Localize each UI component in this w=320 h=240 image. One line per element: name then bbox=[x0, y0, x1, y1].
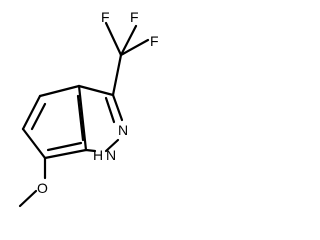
nh-hydrogen-label: H bbox=[93, 147, 103, 163]
bond-c3a-c3 bbox=[77, 84, 115, 97]
bond-c3-n2-inner bbox=[104, 96, 116, 124]
structure-diagram: F F F N N H O bbox=[18, 9, 159, 208]
bond-c4-c5 bbox=[38, 84, 81, 98]
nitrogen-label: N bbox=[118, 122, 128, 138]
bond-o-ch3 bbox=[18, 189, 38, 208]
bond-c3a-c4-inner bbox=[76, 94, 85, 142]
bond-n2-n1 bbox=[104, 138, 120, 153]
bond-c7-c7a bbox=[43, 148, 88, 160]
bond-cf3-f-middle bbox=[119, 24, 138, 57]
bond-c5-c6-inner bbox=[30, 102, 47, 131]
bond-c3-cf3 bbox=[111, 53, 123, 97]
bond-cf3-f-left bbox=[104, 21, 123, 57]
bond-c3-n2 bbox=[111, 93, 124, 122]
bond-n1-c7a bbox=[84, 148, 97, 153]
bond-c6-c7 bbox=[21, 127, 47, 160]
oxygen-label: O bbox=[37, 180, 48, 196]
bond-c7-c7a-inner bbox=[46, 141, 83, 152]
bond-cf3-f-right bbox=[119, 38, 150, 57]
nh-nitrogen-label: N bbox=[106, 147, 116, 163]
bond-c7a-c3a bbox=[77, 84, 88, 152]
fluorine-label-right: F bbox=[150, 33, 159, 49]
fluorine-label-middle: F bbox=[130, 9, 139, 25]
fluorine-label-left: F bbox=[101, 9, 110, 25]
bond-c5-c6 bbox=[21, 94, 42, 131]
